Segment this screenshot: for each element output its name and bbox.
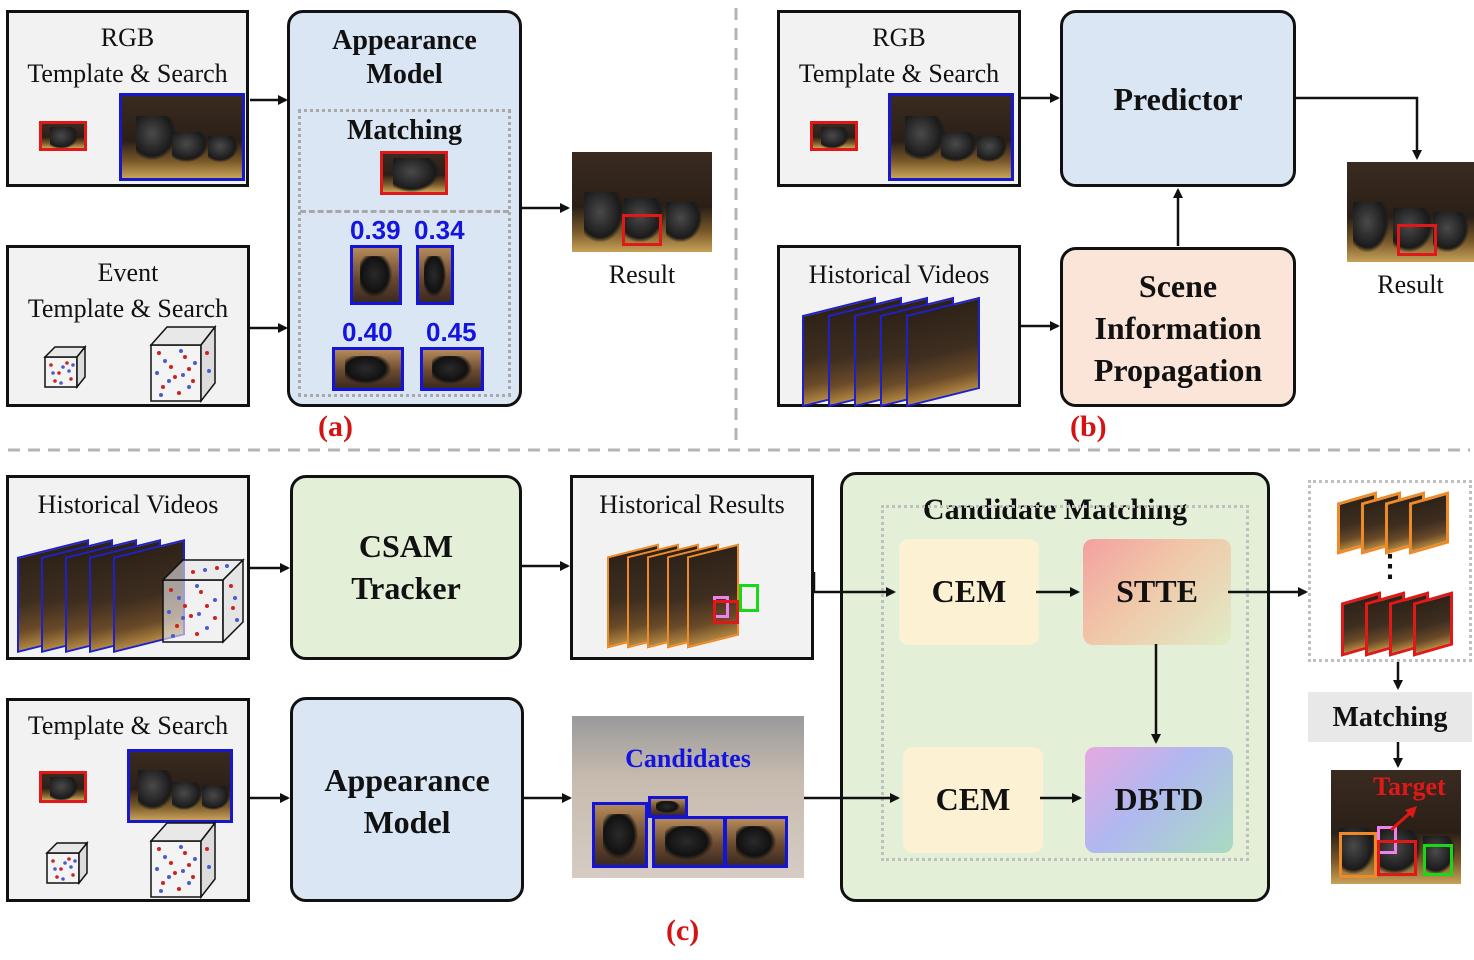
sip-line-3: Propagation xyxy=(1093,352,1263,388)
sip-line-2: Information xyxy=(1094,310,1262,346)
score-3: 0.40 xyxy=(342,317,393,347)
stte-box xyxy=(1083,539,1231,645)
event-cube-c xyxy=(161,558,245,644)
matching-region xyxy=(298,109,511,397)
result-image-b xyxy=(1347,162,1474,262)
event-template-cube-c xyxy=(45,840,89,886)
event-search-cube-c xyxy=(149,820,217,900)
candidate-c-1 xyxy=(592,802,648,868)
candidates-panel: Candidates xyxy=(572,716,804,878)
appearance-c-line-1: Appearance xyxy=(324,762,490,798)
candidate-c-3 xyxy=(652,816,726,868)
matching-label: Matching xyxy=(346,115,463,146)
rgb-search-thumbnail xyxy=(119,93,245,181)
csam-tracker-box: CSAM Tracker xyxy=(290,475,522,660)
cem-top-box xyxy=(899,539,1039,645)
event-subtitle: Template & Search xyxy=(27,294,229,323)
red-box xyxy=(713,600,739,624)
video-frame-b5 xyxy=(906,296,980,408)
target-green-box xyxy=(1423,844,1453,876)
event-title: Event xyxy=(97,258,159,287)
scene-information-propagation-box: Scene Information Propagation xyxy=(1060,247,1296,407)
cem-bottom-label: CEM xyxy=(935,781,1011,817)
target-label: Target xyxy=(1373,772,1446,801)
out-orange-4 xyxy=(1409,491,1449,555)
dbtd-label: DBTD xyxy=(1114,781,1204,817)
target-orange-box xyxy=(1339,832,1377,878)
result-box-a xyxy=(622,214,662,246)
event-template-cube xyxy=(43,344,87,390)
green-box xyxy=(739,584,759,612)
event-template-search-box: Event Template & Search xyxy=(6,245,250,407)
rgb-title-b: RGB xyxy=(872,23,926,52)
template-thumbnail-c xyxy=(39,771,87,803)
output-frames-region: ⋮ xyxy=(1308,480,1472,662)
appearance-c-line-2: Model xyxy=(363,804,451,840)
rgb-subtitle: Template & Search xyxy=(27,59,228,88)
out-red-4 xyxy=(1413,591,1453,657)
matching-box-c: Matching xyxy=(1308,692,1472,742)
matching-divider xyxy=(300,210,509,213)
historical-videos-box-c: Historical Videos xyxy=(6,475,250,660)
template-search-label-c: Template & Search xyxy=(27,711,229,740)
result-label-a: Result xyxy=(608,260,676,289)
dots-label: ⋮ xyxy=(1375,550,1405,583)
candidate-c-4 xyxy=(724,816,788,868)
sip-line-1: Scene xyxy=(1138,268,1218,304)
panel-b-label: (b) xyxy=(1070,410,1107,443)
candidate-matching-region xyxy=(881,505,1249,861)
appearance-model-box-c: Appearance Model xyxy=(290,697,524,902)
historical-videos-label-b: Historical Videos xyxy=(808,260,990,289)
dbtd-box xyxy=(1085,747,1233,853)
appearance-model-box-a: Appearance Model Matching 0.39 0.34 0.40… xyxy=(287,10,522,407)
target-red-box xyxy=(1377,840,1417,876)
matching-template-thumbnail xyxy=(380,151,448,195)
template-search-box-c: Template & Search xyxy=(6,698,250,902)
panel-c-label: (c) xyxy=(666,914,700,947)
stte-label: STTE xyxy=(1116,573,1198,609)
historical-videos-label-c: Historical Videos xyxy=(37,490,219,519)
score-1: 0.39 xyxy=(350,215,401,245)
candidate-c-2 xyxy=(648,796,688,818)
result-image-a xyxy=(572,152,712,252)
score-4: 0.45 xyxy=(426,317,477,347)
predictor-label: Predictor xyxy=(1113,81,1243,117)
csam-line-2: Tracker xyxy=(351,570,461,606)
target-image: Target xyxy=(1331,770,1461,884)
candidate-3 xyxy=(332,347,404,391)
historical-results-box: Historical Results xyxy=(570,475,814,660)
appearance-title-1: Appearance xyxy=(332,25,477,56)
historical-results-label: Historical Results xyxy=(599,490,785,519)
matching-label-c: Matching xyxy=(1332,702,1448,733)
search-thumbnail-c xyxy=(127,749,233,823)
panel-a-label: (a) xyxy=(318,410,353,443)
candidate-matching-box: Candidate Matching CEM STTE CEM DBTD xyxy=(840,472,1270,902)
event-search-cube xyxy=(149,324,217,404)
candidate-matching-title: Candidate Matching xyxy=(922,493,1188,526)
score-2: 0.34 xyxy=(414,215,465,245)
appearance-title-2: Model xyxy=(366,59,443,90)
rgb-template-search-box: RGB Template & Search xyxy=(6,10,249,187)
cem-top-label: CEM xyxy=(931,573,1007,609)
cem-bottom-box xyxy=(903,747,1043,853)
result-label-b: Result xyxy=(1377,270,1444,299)
candidate-4 xyxy=(420,347,484,391)
rgb-template-thumbnail-b xyxy=(810,121,858,151)
rgb-template-thumbnail xyxy=(39,121,87,151)
rgb-title: RGB xyxy=(100,23,155,52)
result-box-b xyxy=(1397,224,1437,256)
predictor-box: Predictor xyxy=(1060,10,1296,187)
csam-line-1: CSAM xyxy=(358,528,454,564)
historical-videos-box-b: Historical Videos xyxy=(777,245,1021,408)
candidate-2 xyxy=(416,245,454,305)
rgb-template-search-box-b: RGB Template & Search xyxy=(777,10,1021,187)
rgb-search-thumbnail-b xyxy=(888,93,1014,181)
rgb-subtitle-b: Template & Search xyxy=(798,59,1000,88)
target-arrow xyxy=(1389,806,1417,832)
candidates-label: Candidates xyxy=(625,744,751,773)
candidate-1 xyxy=(350,245,402,305)
